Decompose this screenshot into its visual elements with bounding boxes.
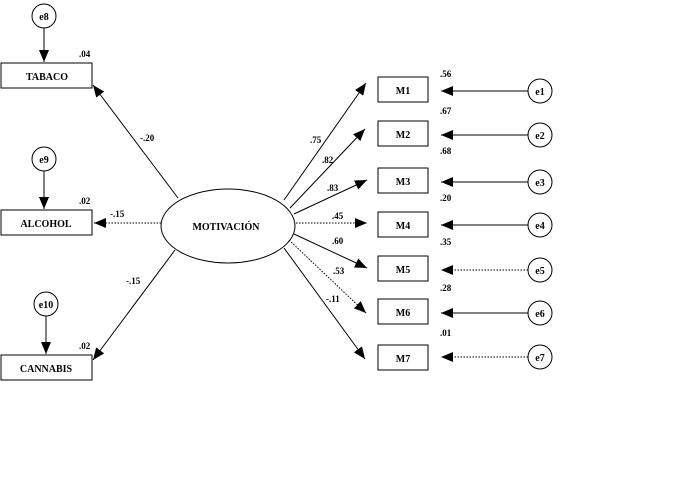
indicator-m5-box bbox=[377, 255, 429, 282]
indicator-m3-box bbox=[377, 167, 429, 194]
outcome-cannabis-path bbox=[92, 249, 176, 361]
indicator-m1-loading: .75 bbox=[310, 135, 322, 145]
indicator-m6-r2: .28 bbox=[440, 283, 452, 293]
indicator-m2-r2: .67 bbox=[440, 106, 452, 116]
error-e1-label: e1 bbox=[535, 87, 544, 98]
outcome-cannabis-box bbox=[0, 354, 93, 381]
latent-motivacion-ellipse bbox=[160, 188, 296, 264]
indicator-m6-path bbox=[288, 239, 367, 314]
indicator-m6-box bbox=[377, 298, 429, 325]
error-e7-label: e7 bbox=[535, 353, 544, 364]
indicator-m2-path bbox=[289, 128, 366, 209]
outcome-alcohol-path-coef: -.15 bbox=[110, 209, 125, 219]
outcome-tabaco-path bbox=[92, 84, 179, 199]
indicator-m5-loading: .60 bbox=[332, 236, 344, 246]
indicator-m4-box bbox=[377, 211, 429, 238]
indicator-m4-loading: .45 bbox=[332, 211, 344, 221]
indicator-m7-box bbox=[377, 344, 429, 371]
error-e8-label: e8 bbox=[39, 12, 48, 23]
outcome-tabaco-r2: .04 bbox=[79, 49, 91, 59]
outcome-tabaco-label: TABACO bbox=[26, 72, 68, 83]
indicator-m7-loading: -.11 bbox=[326, 294, 340, 304]
outcome-cannabis-r2: .02 bbox=[79, 341, 91, 351]
indicator-m6-label: M6 bbox=[396, 308, 410, 319]
error-e2-label: e2 bbox=[535, 131, 544, 142]
error-e6-label: e6 bbox=[535, 309, 544, 320]
indicator-m5-label: M5 bbox=[396, 265, 410, 276]
indicator-m2-loading: .82 bbox=[322, 155, 334, 165]
latent-motivacion-label: MOTIVACIÓN bbox=[192, 221, 260, 233]
outcome-cannabis-label: CANNABIS bbox=[20, 364, 73, 375]
error-e10-label: e10 bbox=[39, 300, 53, 311]
error-e9-label: e9 bbox=[39, 155, 48, 166]
indicator-m2-label: M2 bbox=[396, 130, 410, 141]
indicator-m6-loading: .53 bbox=[333, 266, 345, 276]
indicator-m5-path bbox=[293, 233, 368, 269]
indicator-m3-loading: .83 bbox=[327, 183, 339, 193]
indicator-m4-r2: .20 bbox=[440, 193, 452, 203]
outcome-tabaco-box bbox=[0, 62, 93, 89]
outcome-tabaco-path-coef: -.20 bbox=[140, 133, 155, 143]
outcome-cannabis-path-coef: -.15 bbox=[126, 276, 141, 286]
indicator-m4-label: M4 bbox=[396, 221, 410, 232]
indicator-m1-path bbox=[283, 82, 367, 201]
indicator-m7-path bbox=[283, 247, 366, 360]
indicator-m3-path bbox=[293, 179, 368, 215]
indicator-m7-label: M7 bbox=[396, 354, 410, 365]
indicator-m1-r2: .56 bbox=[440, 69, 452, 79]
error-e5-label: e5 bbox=[535, 266, 544, 277]
indicator-m2-box bbox=[377, 120, 429, 147]
indicator-m5-r2: .35 bbox=[440, 237, 452, 247]
indicator-m1-box bbox=[377, 76, 429, 103]
indicator-m3-label: M3 bbox=[396, 177, 410, 188]
error-e3-label: e3 bbox=[535, 178, 544, 189]
indicator-m7-r2: .01 bbox=[440, 328, 452, 338]
outcome-alcohol-label: ALCOHOL bbox=[20, 219, 71, 230]
outcome-alcohol-r2: .02 bbox=[79, 196, 91, 206]
indicator-m3-r2: .68 bbox=[440, 146, 452, 156]
indicator-m1-label: M1 bbox=[396, 86, 410, 97]
error-e4-label: e4 bbox=[535, 221, 544, 232]
outcome-alcohol-box bbox=[0, 209, 93, 236]
